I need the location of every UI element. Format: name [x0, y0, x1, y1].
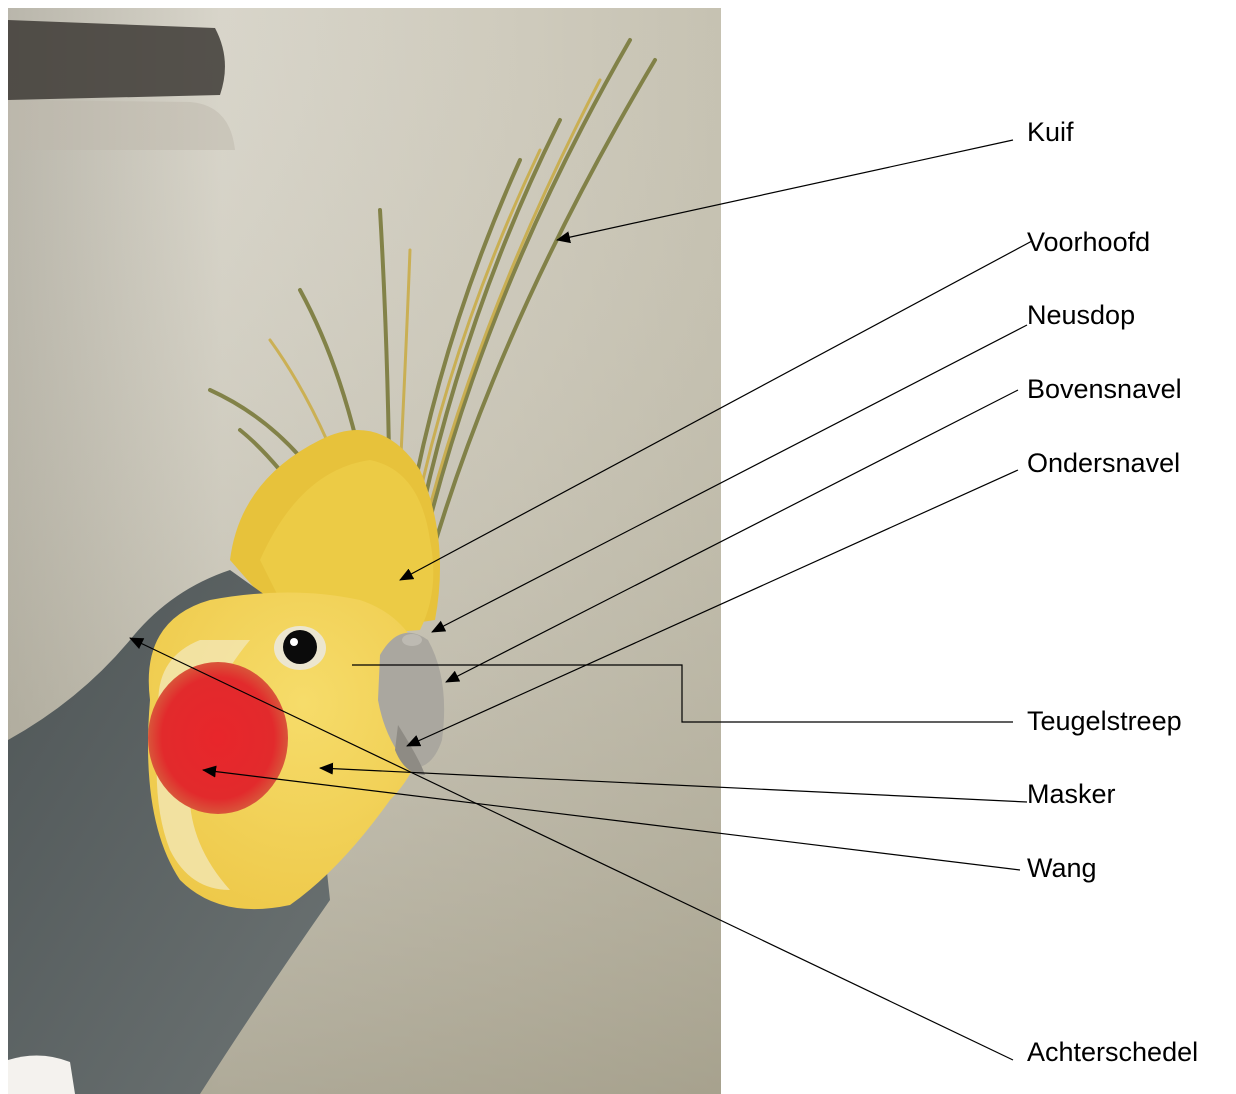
label-teugelstreep: Teugelstreep — [1027, 705, 1182, 737]
label-masker: Masker — [1027, 778, 1116, 810]
label-voorhoofd: Voorhoofd — [1027, 226, 1150, 258]
label-wang: Wang — [1027, 852, 1097, 884]
cockatiel-photo — [8, 8, 721, 1094]
label-ondersnavel: Ondersnavel — [1027, 447, 1180, 479]
label-neusdop: Neusdop — [1027, 299, 1135, 331]
label-bovensnavel: Bovensnavel — [1027, 373, 1182, 405]
label-kuif: Kuif — [1027, 116, 1074, 148]
label-achterschedel: Achterschedel — [1027, 1036, 1198, 1068]
